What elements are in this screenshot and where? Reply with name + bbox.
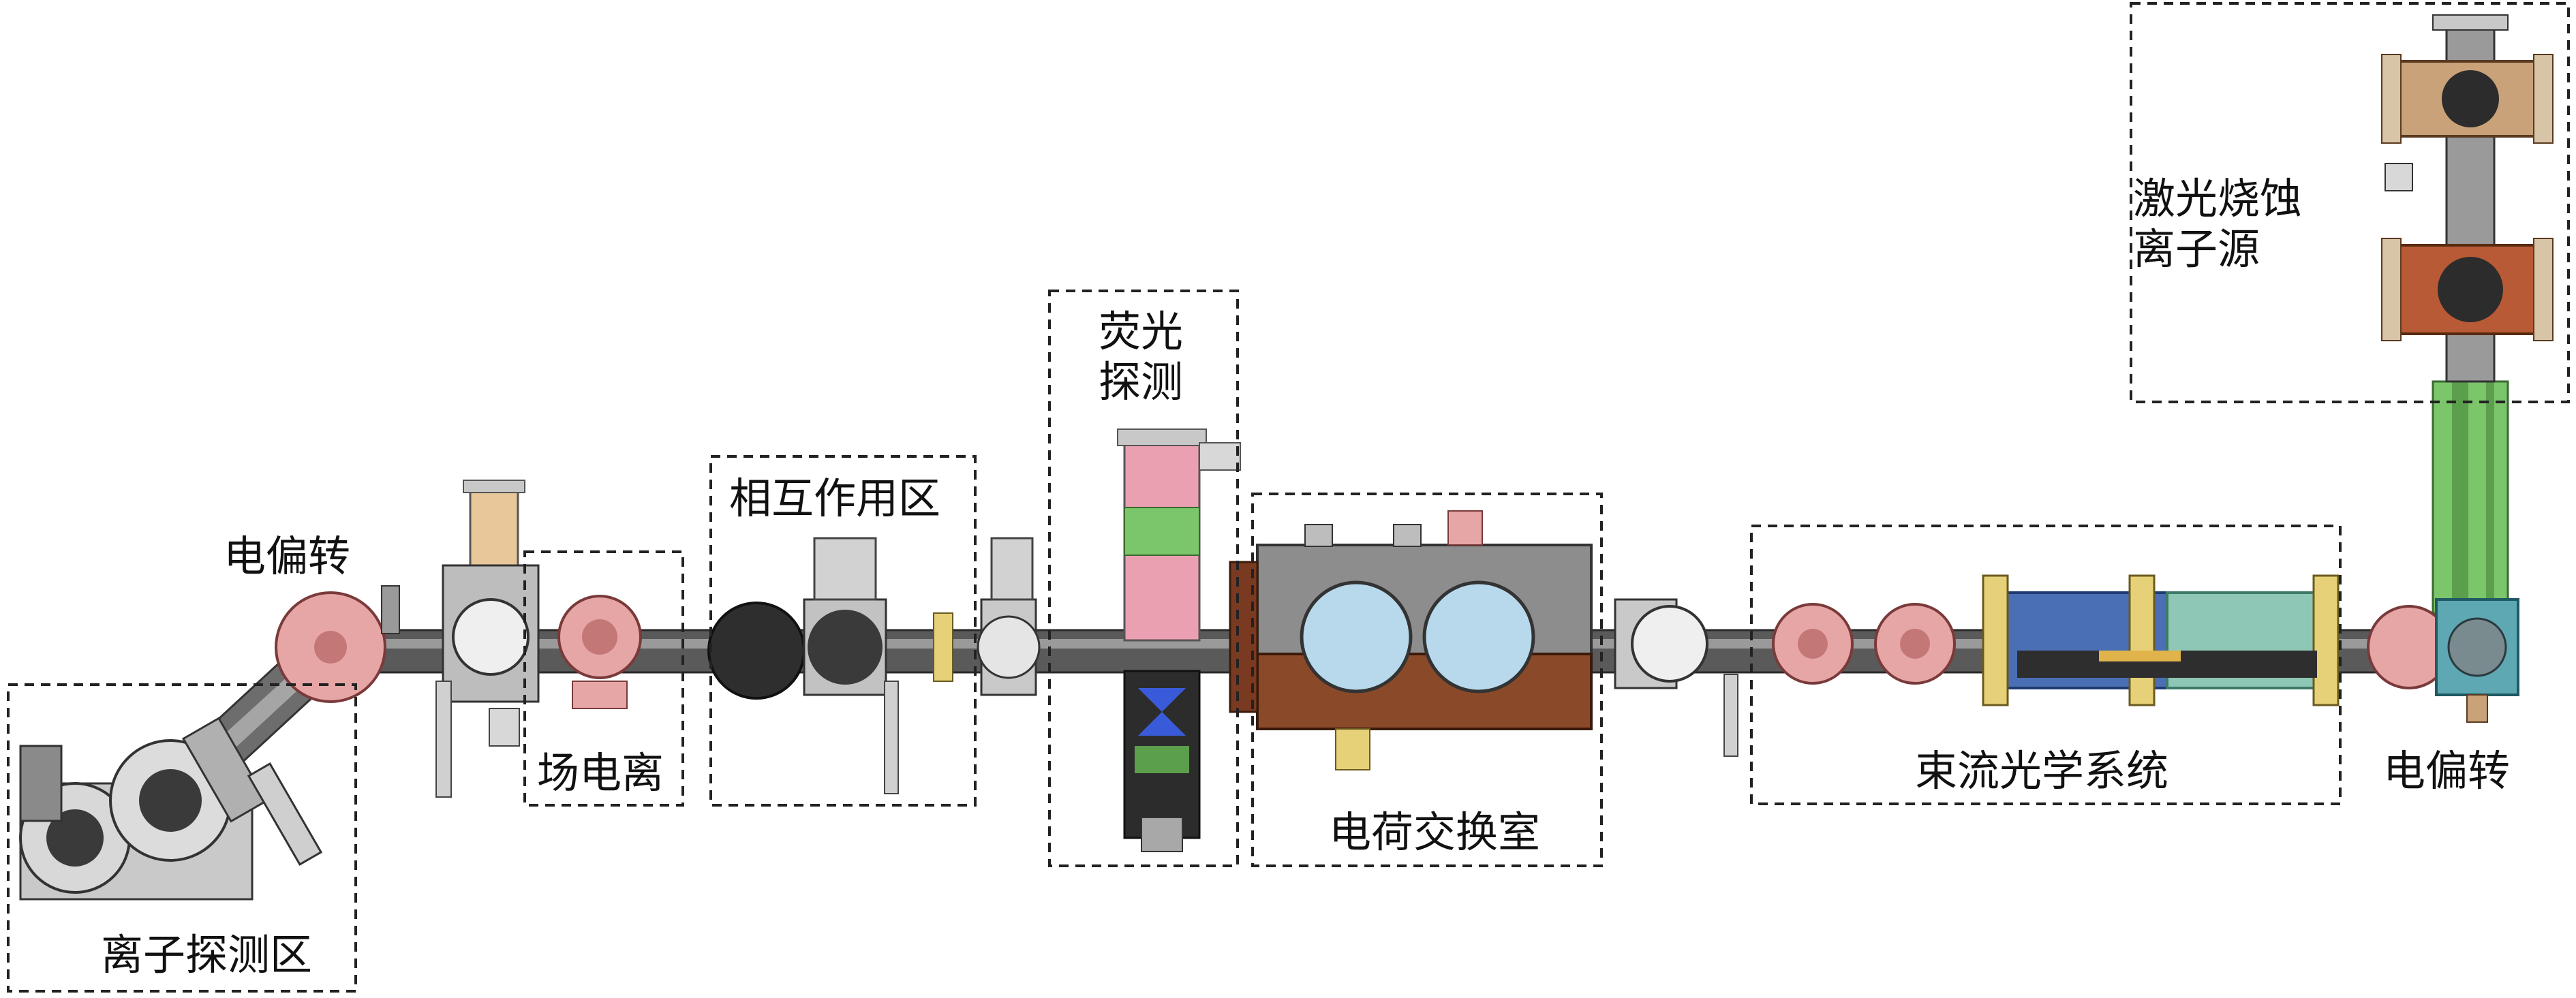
label-fluorescence-line-1: 荧光 — [1099, 307, 1184, 356]
beam-optics-hardware — [1772, 574, 2340, 706]
bo-collar-2 — [2128, 574, 2156, 706]
field-ionization-hardware — [435, 480, 642, 798]
fd-side-arm — [1199, 442, 1241, 471]
ion-source-hardware — [2381, 14, 2554, 383]
is-top-cap — [2432, 14, 2509, 31]
label-field-ionization: 场电离 — [537, 748, 664, 798]
fd-cap — [1117, 428, 1207, 446]
vertical-pipe-rail — [2486, 381, 2494, 613]
label-ion-source-line-2: 离子源 — [2133, 224, 2260, 274]
fd-base — [1141, 817, 1183, 852]
fi-window-2-inner — [582, 619, 617, 655]
interaction-hardware — [707, 537, 1041, 794]
fi-left-probe — [435, 681, 452, 798]
detector-feed — [247, 762, 323, 867]
ce-top-port-2 — [1393, 524, 1422, 547]
bo-lens-2-center — [1900, 629, 1930, 659]
ce-bottom-feed — [1335, 728, 1370, 770]
ir-flange-window — [977, 615, 1041, 679]
is-mid-gauge — [2385, 163, 2413, 191]
left-deflector-hardware — [275, 585, 400, 703]
ion-detection-hardware — [19, 717, 323, 901]
vertical-pipe-outer — [2432, 380, 2509, 614]
ir-probe — [884, 681, 899, 794]
ce-lower-chamber — [1256, 653, 1593, 730]
fi-pink-base — [572, 681, 628, 709]
is-lower-flange-l — [2381, 238, 2402, 341]
mid-window — [1631, 605, 1708, 683]
box-beam-optics — [1750, 525, 2342, 805]
right-deflector-leg — [2466, 694, 2488, 723]
detector-disk-1-inner — [46, 809, 104, 867]
fi-window-1 — [452, 598, 530, 676]
is-lower-flange-r — [2533, 238, 2554, 341]
bo-core-band — [2099, 651, 2181, 661]
vertical-pipe-inner — [2452, 381, 2468, 613]
ir-right-valves — [990, 537, 1034, 601]
label-charge-exchange-chamber: 电荷交换室 — [1329, 807, 1541, 857]
label-fluorescence-line-2: 探测 — [1099, 357, 1184, 407]
mid-probe — [1723, 674, 1738, 757]
fd-green-lower — [1135, 746, 1189, 773]
ir-chamber-1 — [707, 602, 806, 700]
left-deflector-port — [381, 585, 400, 634]
label-ion-source-line-1: 激光烧蚀 — [2133, 174, 2303, 223]
detector-arm — [181, 717, 269, 823]
fluorescence-hardware — [1117, 428, 1241, 852]
box-fluorescence — [1048, 290, 1239, 867]
detector-disk-2-inner — [139, 769, 202, 832]
ir-window — [808, 610, 883, 685]
bo-lens-1-center — [1798, 629, 1828, 659]
fd-green-band — [1124, 507, 1200, 556]
left-deflector-center — [314, 631, 347, 664]
bo-collar-1 — [1982, 574, 2009, 706]
bo-collar-3 — [2312, 574, 2340, 706]
fi-tower — [469, 482, 519, 574]
region-boxes — [7, 2, 2570, 993]
right-deflector-core — [2447, 617, 2507, 677]
box-interaction-region — [709, 455, 977, 807]
label-ion-detection: 离子探测区 — [101, 930, 313, 980]
label-interaction-region: 相互作用区 — [729, 473, 941, 523]
label-fluorescence-detection: 荧光 探测 — [1099, 307, 1183, 407]
fi-tower-cap — [463, 480, 525, 493]
is-upper-flange-l — [2381, 54, 2402, 144]
label-electric-deflection-right: 电偏转 — [2383, 746, 2511, 796]
box-field-ionization — [523, 550, 684, 807]
charge-exchange-hardware — [1229, 510, 1593, 770]
is-lower-window — [2438, 257, 2503, 322]
ir-collar-1 — [933, 612, 953, 682]
label-beam-optics-system: 束流光学系统 — [1915, 746, 2169, 796]
mid-beamline-hardware — [1614, 598, 1738, 757]
ce-top-port-1 — [1304, 524, 1333, 547]
right-deflector-hardware — [2367, 598, 2519, 723]
ce-window-left — [1300, 580, 1413, 693]
is-upper-flange-r — [2533, 54, 2554, 144]
detector-pump — [19, 745, 63, 822]
box-ion-source — [2130, 2, 2570, 403]
is-upper-window — [2442, 70, 2499, 127]
fd-lens — [1138, 688, 1186, 736]
ce-top-port-3 — [1447, 510, 1483, 546]
label-laser-ablation-ion-source: 激光烧蚀 离子源 — [2133, 174, 2302, 275]
label-electric-deflection-left: 电偏转 — [224, 531, 351, 581]
fi-canister — [489, 708, 520, 747]
ce-window-right — [1422, 580, 1535, 693]
ir-valves — [813, 537, 877, 601]
